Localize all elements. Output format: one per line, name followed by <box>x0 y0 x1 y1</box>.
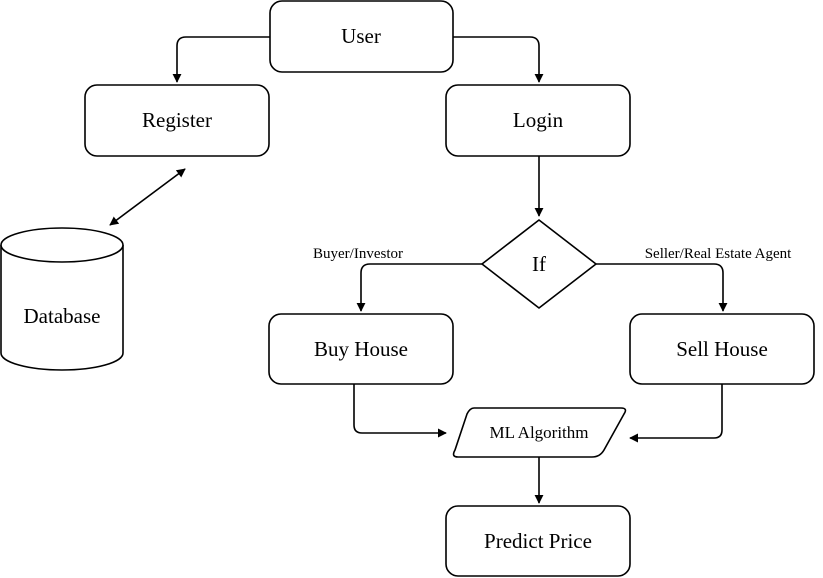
node-user-label: User <box>341 24 381 48</box>
node-database: Database <box>0 227 124 371</box>
node-decision-label: If <box>532 252 546 276</box>
edge-decision-sell <box>596 263 728 312</box>
edge-sell-ml <box>629 384 723 443</box>
node-predict-price-label: Predict Price <box>484 529 592 553</box>
edge-decision-buy <box>356 263 482 312</box>
node-database-label: Database <box>24 304 101 328</box>
node-buy-house: Buy House <box>268 313 454 385</box>
node-ml-algorithm-label: ML Algorithm <box>489 423 588 442</box>
node-register: Register <box>84 84 270 157</box>
node-sell-house-label: Sell House <box>676 337 768 361</box>
edge-user-login <box>453 36 544 83</box>
edge-label-buyer: Buyer/Investor <box>313 246 403 262</box>
node-predict-price: Predict Price <box>445 505 631 577</box>
node-decision: If <box>481 219 597 309</box>
node-user: User <box>269 0 454 73</box>
node-ml-algorithm: ML Algorithm <box>452 407 627 458</box>
edge-label-seller: Seller/Real Estate Agent <box>645 246 792 262</box>
edge-buy-ml <box>353 384 447 438</box>
node-login: Login <box>445 84 631 157</box>
node-login-label: Login <box>513 108 564 132</box>
edge-register-database <box>109 168 186 226</box>
node-register-label: Register <box>142 108 212 132</box>
node-sell-house: Sell House <box>629 313 815 385</box>
edge-user-register <box>172 36 270 83</box>
node-buy-house-label: Buy House <box>314 337 408 361</box>
